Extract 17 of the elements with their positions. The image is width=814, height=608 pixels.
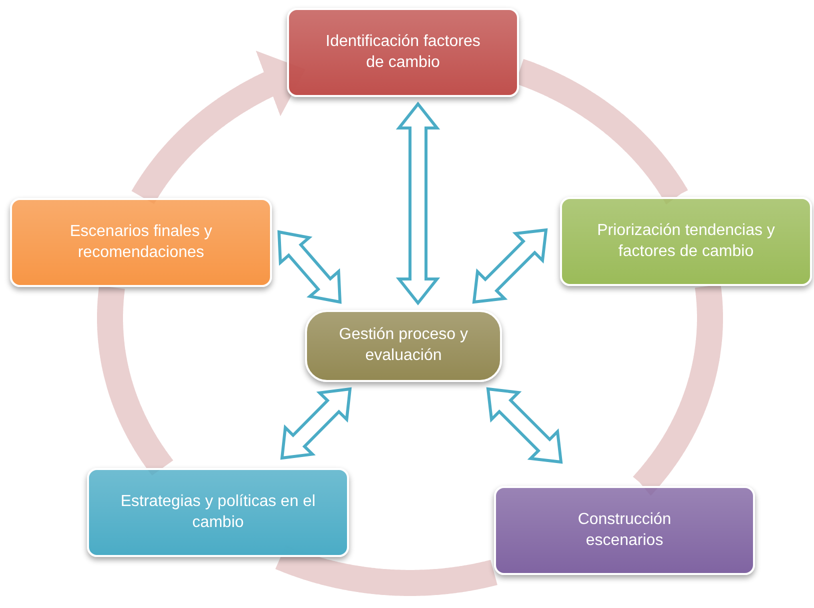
box-label: Gestión proceso y evaluación: [338, 325, 469, 366]
process-box: [10, 198, 272, 287]
process-box: [305, 310, 502, 382]
double-arrow: [277, 230, 342, 304]
double-arrow: [486, 387, 563, 464]
box-label: Priorización tendencias y factores de cambio: [596, 220, 776, 262]
box-label: Escenarios finales y recomendaciones: [68, 222, 214, 262]
process-box: [87, 468, 349, 557]
box-label: Construcción escenarios: [576, 510, 672, 550]
process-box: [494, 486, 755, 575]
box-label: Estrategias y políticas en el cambio: [120, 492, 316, 532]
double-arrow: [472, 228, 548, 304]
double-arrow: [280, 387, 352, 460]
process-box: [560, 197, 812, 286]
box-label: Identificación factores de cambio: [324, 32, 482, 72]
process-box: [287, 8, 519, 97]
double-arrow: [396, 102, 440, 306]
